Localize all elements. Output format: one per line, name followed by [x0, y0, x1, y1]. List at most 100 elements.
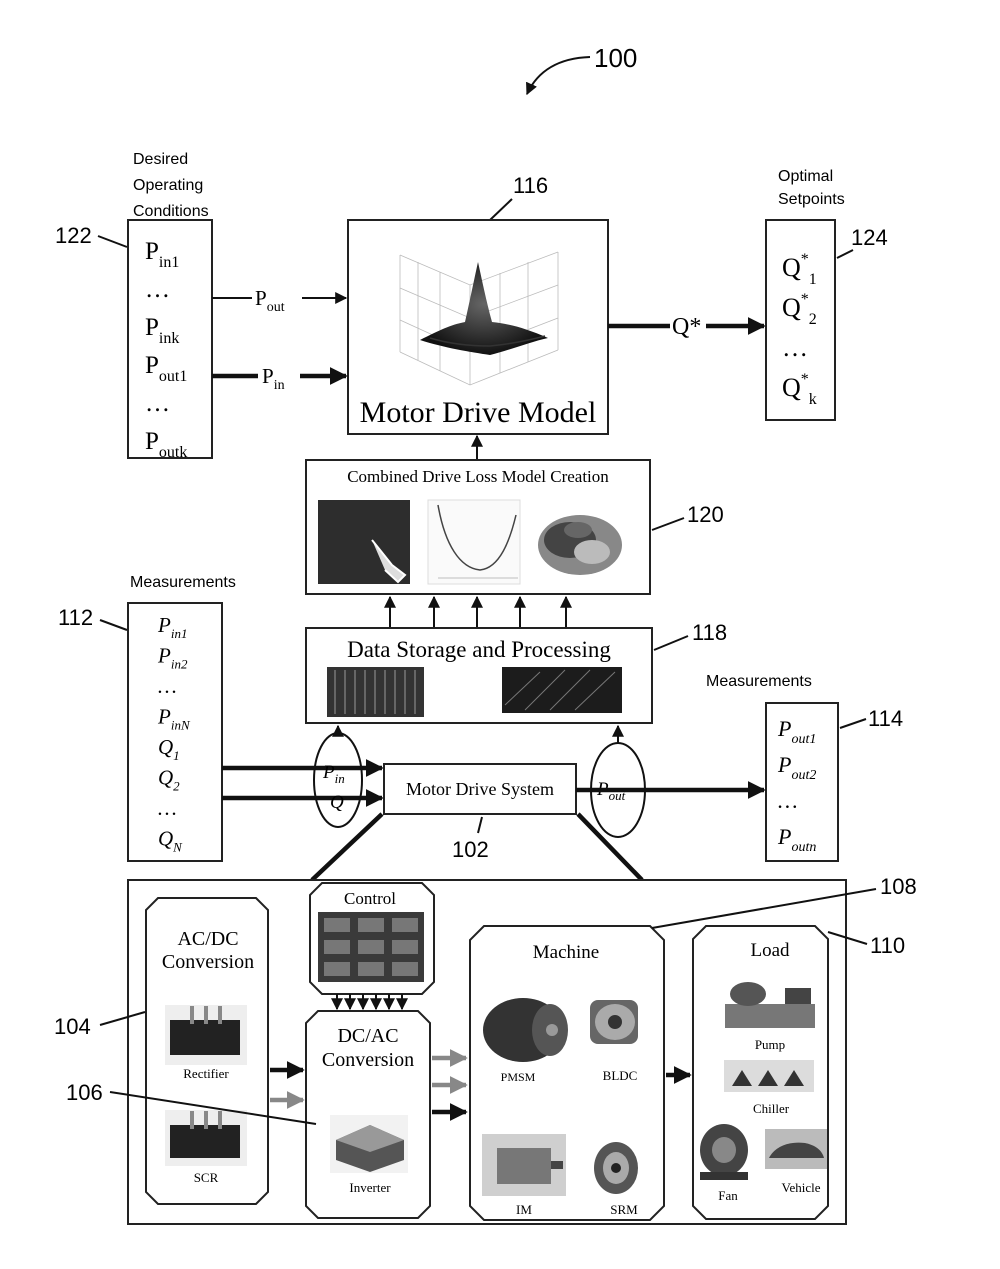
- measurement-in-item: PinN: [157, 705, 191, 733]
- control-title: Control: [344, 889, 396, 908]
- operating-conditions-box: [127, 219, 213, 459]
- pump-label: Pump: [755, 1037, 785, 1052]
- surface-plot-image: [399, 251, 559, 386]
- sensor-q-label: Q: [330, 792, 344, 813]
- operating-condition-item: Pout1: [145, 352, 187, 385]
- operating-condition-item: Poutk: [145, 428, 187, 461]
- control-board-image: [318, 912, 424, 982]
- measurements-out-box: [765, 702, 839, 862]
- setpoints-list: Q*1Q*2 … Q*k: [782, 251, 817, 408]
- ref-112: 112: [58, 605, 93, 630]
- measurement-in-item: …: [158, 674, 177, 698]
- measurements-right-label: Measurements: [706, 673, 812, 690]
- dcac-title-1: DC/AC: [337, 1025, 398, 1047]
- chiller-label: Chiller: [753, 1101, 790, 1116]
- vehicle-label: Vehicle: [782, 1180, 821, 1195]
- pump-image: [725, 982, 815, 1028]
- dcac-title-2: Conversion: [322, 1049, 414, 1071]
- measurement-in-item: …: [158, 796, 177, 820]
- im-image: [482, 1134, 566, 1196]
- storage-to-model-arrows: [384, 595, 572, 628]
- ref-116: 116: [513, 173, 548, 198]
- measurement-out-item: Pout1: [777, 716, 816, 747]
- ref-110: 110: [870, 933, 905, 958]
- fan-image: [700, 1124, 748, 1180]
- measurement-in-item: Q1: [158, 735, 180, 763]
- server-rack-image: [327, 667, 424, 717]
- bldc-label: BLDC: [603, 1068, 638, 1083]
- rectifier-label: Rectifier: [183, 1066, 229, 1081]
- setpoints-box: [765, 219, 836, 421]
- acdc-title-1: AC/DC: [177, 928, 238, 950]
- scr-label: SCR: [194, 1170, 219, 1185]
- measurement-in-item: Q2: [158, 766, 180, 794]
- ref-102: 102: [452, 837, 489, 862]
- operating-condition-item: Pink: [145, 314, 179, 347]
- neural-shape-image: [538, 515, 622, 575]
- measurement-in-item: QN: [158, 827, 183, 855]
- figure-number: 100: [594, 43, 637, 73]
- measurement-out-item: Pout2: [777, 752, 816, 783]
- inverter-image: [330, 1115, 408, 1173]
- setpoint-item: Q*k: [782, 371, 817, 408]
- setpoint-item: …: [782, 333, 808, 362]
- measurement-in-item: Pin1: [157, 613, 187, 641]
- desired-label-3: Conditions: [133, 203, 209, 220]
- optimal-label-1: Optimal: [778, 168, 833, 185]
- loss-curve-image: [427, 499, 521, 585]
- desired-label-1: Desired: [133, 151, 188, 168]
- measurement-in-item: Pin2: [157, 644, 188, 672]
- ref-114: 114: [868, 706, 903, 731]
- vehicle-image: [765, 1129, 827, 1169]
- chalkboard-image: [318, 500, 410, 584]
- data-storage-title: Data Storage and Processing: [347, 637, 611, 662]
- load-title: Load: [750, 940, 790, 961]
- inverter-label: Inverter: [349, 1180, 391, 1195]
- ref-124: 124: [851, 225, 888, 250]
- arrow-pin-label: Pin: [262, 364, 285, 393]
- desired-label-2: Operating: [133, 177, 203, 194]
- ref-122: 122: [55, 223, 92, 248]
- chiller-image: [724, 1060, 814, 1092]
- ref-106: 106: [66, 1080, 103, 1105]
- optimal-label-2: Setpoints: [778, 191, 845, 208]
- srm-label: SRM: [610, 1202, 638, 1217]
- motor-drive-model-title: Motor Drive Model: [360, 396, 597, 429]
- pmsm-label: PMSM: [501, 1070, 536, 1084]
- data-texture-image: [502, 667, 622, 713]
- bldc-image: [590, 1000, 638, 1044]
- arrow-qstar-label: Q*: [672, 314, 701, 340]
- machine-title: Machine: [533, 942, 599, 963]
- ref-108: 108: [880, 874, 917, 899]
- measurement-out-item: Poutn: [777, 824, 816, 855]
- measurement-out-item: …: [778, 788, 798, 813]
- control-signal-arrows: [331, 994, 408, 1011]
- im-label: IM: [516, 1202, 532, 1217]
- motor-drive-system-title: Motor Drive System: [406, 779, 554, 799]
- arrow-pout-label: Pout: [255, 286, 285, 315]
- setpoint-item: Q*1: [782, 251, 817, 288]
- operating-condition-item: …: [145, 276, 170, 303]
- rectifier-image: [165, 1005, 247, 1065]
- sensor-pin-label: Pin: [322, 762, 345, 786]
- srm-image: [594, 1142, 638, 1194]
- measurements-in-box: [127, 602, 223, 862]
- measurements-left-label: Measurements: [130, 574, 236, 591]
- ref-104: 104: [54, 1014, 91, 1039]
- operating-condition-item: Pin1: [145, 238, 179, 271]
- ref-120: 120: [687, 502, 724, 527]
- pmsm-image: [483, 998, 568, 1062]
- operating-condition-item: …: [145, 390, 170, 417]
- figure-pointer: [526, 56, 591, 96]
- ref-118: 118: [692, 620, 727, 645]
- setpoint-item: Q*2: [782, 291, 817, 328]
- fan-label: Fan: [718, 1188, 738, 1203]
- loss-model-title: Combined Drive Loss Model Creation: [347, 467, 609, 486]
- acdc-title-2: Conversion: [162, 951, 254, 973]
- motor-drive-system-box: [383, 763, 577, 815]
- scr-image: [165, 1110, 247, 1166]
